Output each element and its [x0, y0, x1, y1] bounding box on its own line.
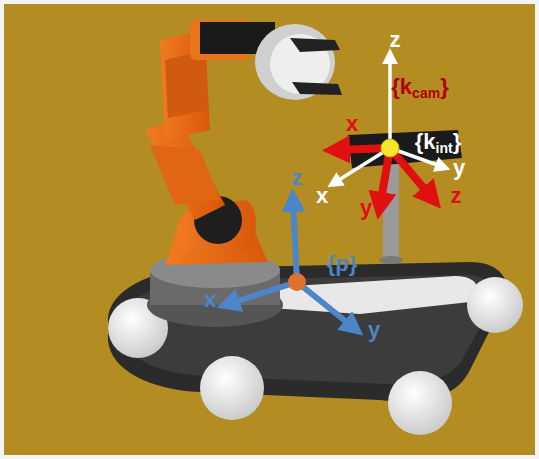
frame-name: {kint}	[415, 131, 461, 155]
frame-name: {p}	[327, 253, 358, 275]
axis-label: z	[390, 29, 401, 51]
axis-label: x	[204, 289, 216, 311]
axis-label: y	[453, 157, 465, 179]
axis-label: x	[346, 113, 358, 135]
axis-label: z	[292, 167, 303, 189]
axis-label: y	[368, 319, 380, 341]
axis-label: z	[451, 185, 462, 207]
frame-name: {kcam}	[391, 76, 448, 100]
axis-label: x	[316, 185, 328, 207]
axis-label: y	[360, 197, 372, 219]
